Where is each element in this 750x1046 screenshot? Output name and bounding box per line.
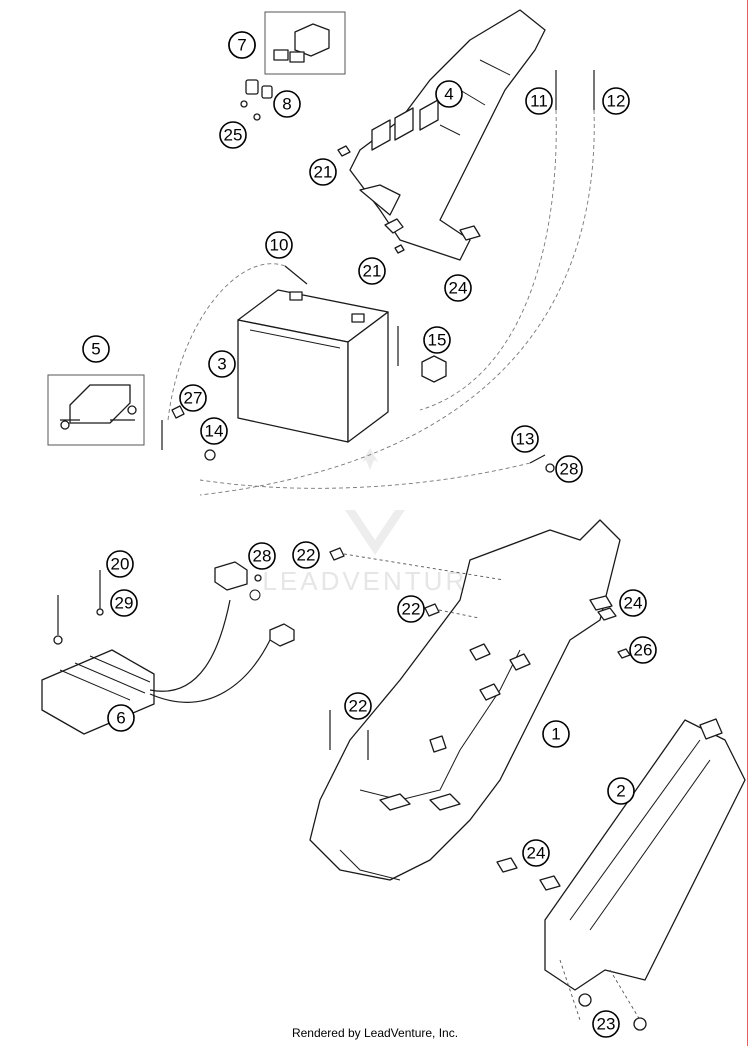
callout-3: 3 <box>208 350 236 378</box>
svg-text:12: 12 <box>607 92 626 111</box>
callout-12: 12 <box>602 87 630 115</box>
callout-23: 23 <box>592 1010 620 1038</box>
svg-text:24: 24 <box>449 279 468 298</box>
callout-10: 10 <box>265 231 293 259</box>
callout-21-lower: 21 <box>358 257 386 285</box>
callout-26: 26 <box>629 636 657 664</box>
callout-15: 15 <box>423 326 451 354</box>
callout-21-upper: 21 <box>309 158 337 186</box>
part-1-holder <box>309 519 621 881</box>
svg-text:26: 26 <box>634 641 653 660</box>
svg-text:10: 10 <box>270 236 289 255</box>
svg-text:21: 21 <box>363 262 382 281</box>
part-7-connector <box>264 11 346 75</box>
svg-text:27: 27 <box>184 389 203 408</box>
svg-text:7: 7 <box>237 36 246 55</box>
part-13-cable <box>199 454 555 489</box>
callout-4: 4 <box>435 80 463 108</box>
callout-8: 8 <box>273 90 301 118</box>
svg-text:11: 11 <box>530 92 548 111</box>
part-23-screws <box>559 959 647 1031</box>
callout-28-lower: 28 <box>248 542 276 570</box>
svg-text:1: 1 <box>551 725 560 744</box>
svg-text:28: 28 <box>253 547 272 566</box>
part-8-clips <box>240 79 273 121</box>
svg-text:4: 4 <box>444 85 453 104</box>
callout-24-bottom: 24 <box>522 839 550 867</box>
callout-20: 20 <box>106 550 134 578</box>
cables-11-12 <box>199 70 595 496</box>
part-29-washer <box>96 608 104 616</box>
part-15-terminal-cover <box>421 355 447 383</box>
callout-7-top: 7 <box>228 31 256 59</box>
svg-text:8: 8 <box>282 95 291 114</box>
svg-text:28: 28 <box>560 460 579 479</box>
callout-22-low: 22 <box>344 692 372 720</box>
part-28-washer-lower <box>254 574 262 582</box>
svg-text:22: 22 <box>349 697 368 716</box>
callout-28-upper: 28 <box>555 455 583 483</box>
part-4-bracket <box>337 9 546 261</box>
part-2-cover <box>544 718 746 991</box>
svg-text:23: 23 <box>597 1015 616 1034</box>
svg-text:20: 20 <box>111 555 130 574</box>
callout-6: 6 <box>107 704 135 732</box>
part-24-26-clips <box>496 607 631 891</box>
svg-text:15: 15 <box>428 331 447 350</box>
svg-text:24: 24 <box>527 844 546 863</box>
callout-25: 25 <box>219 121 247 149</box>
svg-text:22: 22 <box>297 546 316 565</box>
svg-text:22: 22 <box>402 600 421 619</box>
svg-text:3: 3 <box>217 355 226 374</box>
svg-text:21: 21 <box>314 163 333 182</box>
svg-text:13: 13 <box>516 430 535 449</box>
svg-text:6: 6 <box>116 709 125 728</box>
callout-24-top: 24 <box>444 274 472 302</box>
part-14-terminal <box>204 449 216 461</box>
callout-2: 2 <box>607 777 635 805</box>
svg-text:2: 2 <box>616 782 625 801</box>
part-5-strap <box>47 374 145 446</box>
svg-text:24: 24 <box>624 594 643 613</box>
svg-text:5: 5 <box>91 340 100 359</box>
callout-13: 13 <box>511 425 539 453</box>
footer-credit: Rendered by LeadVenture, Inc. <box>291 1026 459 1040</box>
callout-22-top: 22 <box>292 541 320 569</box>
svg-text:25: 25 <box>224 126 243 145</box>
callout-11: 11 <box>525 87 553 115</box>
part-10-cable <box>167 263 308 421</box>
part-3-battery <box>237 289 389 443</box>
part-22-screws <box>329 547 505 760</box>
callout-29: 29 <box>110 589 138 617</box>
callout-1: 1 <box>542 720 570 748</box>
callout-22-mid: 22 <box>397 595 425 623</box>
svg-text:14: 14 <box>205 422 224 441</box>
page-edge-rule <box>747 0 748 1046</box>
svg-text:29: 29 <box>115 594 134 613</box>
callout-27: 27 <box>179 384 207 412</box>
callout-24-mid: 24 <box>619 589 647 617</box>
callout-14: 14 <box>200 417 228 445</box>
part-27-screw <box>161 405 185 450</box>
callout-5: 5 <box>82 335 110 363</box>
